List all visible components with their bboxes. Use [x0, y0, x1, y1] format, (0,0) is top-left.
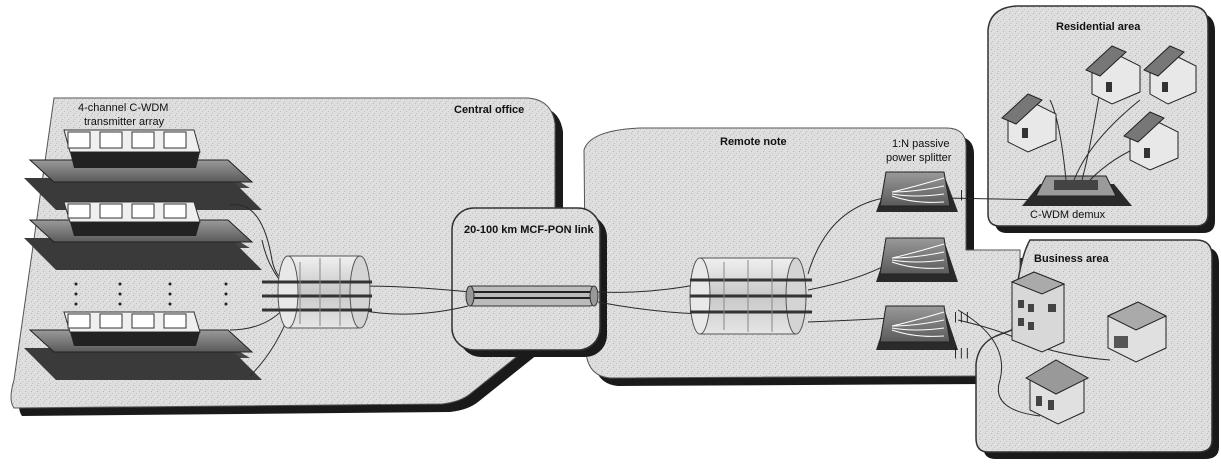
residential-label: Residential area [1056, 21, 1141, 33]
svg-text:| | |: | | | [954, 311, 969, 323]
building-icon-3 [1024, 359, 1090, 425]
ellipsis-dots [74, 282, 228, 306]
business-label: Business area [1034, 253, 1109, 265]
house-icon-4 [1123, 111, 1179, 171]
fiber-bundle-left [262, 255, 372, 329]
house-icon-2 [1143, 45, 1197, 105]
transmitter-board-2 [24, 201, 262, 270]
cwdm-demux [1022, 175, 1132, 206]
transmitter-label-line2: transmitter array [84, 116, 165, 128]
central-office-label: Central office [454, 104, 524, 116]
splitter-label-line2: power splitter [886, 152, 952, 164]
power-splitter-3: | | | | | | [876, 305, 969, 359]
power-splitter-2 [876, 237, 958, 282]
transmitter-label-line1: 4-channel C-WDM [78, 102, 168, 114]
building-icon-1 [1010, 271, 1066, 353]
fiber-bundle-right [689, 257, 812, 335]
remote-node-label: Remote note [720, 136, 787, 148]
fiber-lines-remote [597, 195, 1111, 417]
mcf-link-cable [465, 285, 599, 307]
house-icon-1 [1085, 45, 1141, 105]
link-label: 20-100 km MCF-PON link [464, 224, 594, 236]
transmitter-board-3 [24, 311, 262, 380]
splitter-label-line1: 1:N passive [892, 138, 949, 150]
power-splitter-1: | | | [876, 171, 975, 212]
house-icon-3 [1001, 93, 1057, 153]
svg-text:| | |: | | | [960, 189, 975, 201]
building-icon-2 [1106, 301, 1168, 363]
svg-text:| | |: | | | [954, 347, 969, 359]
demux-label: C-WDM demux [1030, 209, 1106, 221]
